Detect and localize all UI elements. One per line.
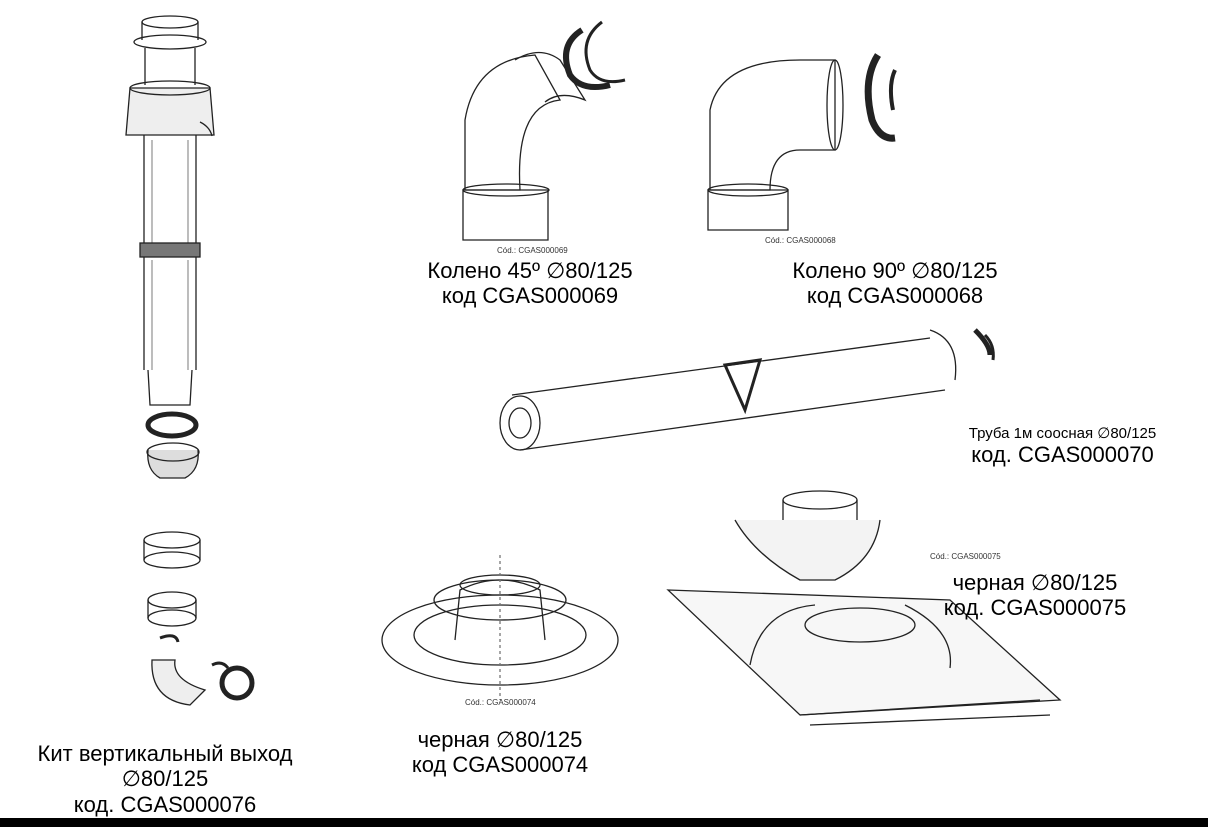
vertical-kit-caption: Кит вертикальный выход ∅80/125 код. CGAS… [0,741,330,817]
vertical-kit-size: ∅80/125 [121,766,209,792]
elbow-90-name: Колено 90º ∅80/125 [792,258,998,283]
vertical-kit-drawing [125,15,255,706]
elbow-45-cod-label: Cód.: CGAS000069 [497,246,568,255]
flat-flashing-cod-label: Cód.: CGAS000074 [465,698,536,707]
elbow-90-caption: Колено 90º ∅80/125 код CGAS000068 [765,258,1025,309]
pipe-caption: Труба 1м соосная ∅80/125 код. CGAS000070 [925,425,1200,468]
flat-flashing-name: черная ∅80/125 [417,727,583,752]
pipe-name: Труба 1м соосная ∅80/125 [968,425,1157,442]
roof-tile-name: черная ∅80/125 [952,570,1118,595]
elbow-45-drawing [462,20,626,241]
vertical-kit-name: Кит вертикальный выход [37,741,293,766]
elbow-90-drawing [707,53,897,231]
roof-tile-caption: черная ∅80/125 код. CGAS000075 [915,570,1155,621]
flat-flashing-drawing [381,555,619,700]
pipe-code: код. CGAS000070 [971,442,1154,468]
elbow-45-code: код CGAS000069 [441,283,619,309]
roof-tile-drawing [666,490,1062,726]
pipe-drawing [499,328,995,451]
flat-flashing-caption: черная ∅80/125 код CGAS000074 [380,727,620,778]
elbow-45-name: Колено 45º ∅80/125 [427,258,633,283]
elbow-90-cod-label: Cód.: CGAS000068 [765,236,836,245]
flat-flashing-code: код CGAS000074 [411,752,589,778]
elbow-45-caption: Колено 45º ∅80/125 код CGAS000069 [400,258,660,309]
vertical-kit-code: код. CGAS000076 [73,791,257,817]
elbow-90-code: код CGAS000068 [806,283,984,309]
bottom-bar [0,818,1208,827]
roof-tile-cod-label: Cód.: CGAS000075 [930,552,1001,561]
roof-tile-code: код. CGAS000075 [943,595,1127,621]
